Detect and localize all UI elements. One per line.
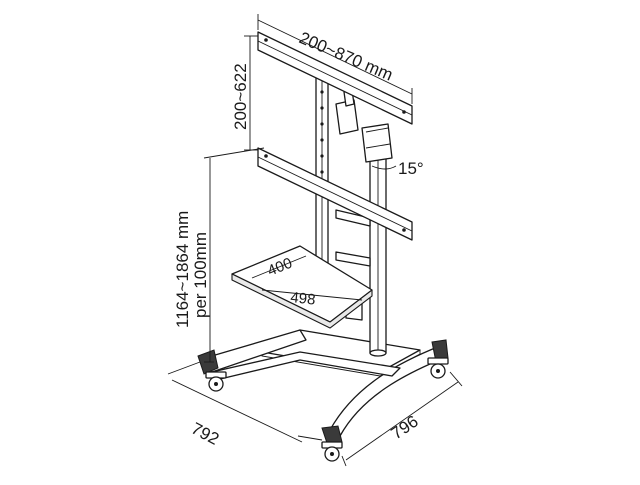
shelf-edge bbox=[231, 273, 373, 329]
caster-wheel-left bbox=[205, 371, 227, 392]
height-range-label: 1164~1864 mm bbox=[173, 211, 192, 328]
base-depth-label: 792 bbox=[188, 419, 222, 449]
shelf-bracket-lower bbox=[335, 251, 371, 267]
caster-wheel-right bbox=[427, 357, 449, 379]
caster-wheel-front bbox=[321, 441, 343, 462]
tilt-label: 15° bbox=[398, 159, 424, 178]
base-depth-dimension: 792 bbox=[167, 361, 323, 449]
shelf-width-line bbox=[261, 289, 363, 301]
vesa-rail-bottom bbox=[257, 147, 413, 241]
caster-wheels bbox=[205, 357, 449, 462]
vesa-height-label: 200~622 bbox=[231, 63, 250, 130]
height-step-label: per 100mm bbox=[191, 232, 210, 318]
shelf-depth-line bbox=[251, 255, 307, 279]
shelf-bracket bbox=[335, 209, 371, 227]
column-front bbox=[369, 131, 387, 357]
vesa-height-dimension: 200~622 bbox=[231, 35, 258, 151]
shelf-width-label: 498 bbox=[290, 289, 317, 309]
equipment-shelf: 400 498 bbox=[231, 245, 373, 329]
base-width-dimension: 796 bbox=[341, 371, 463, 467]
height-dimension: 1164~1864 mm per 100mm bbox=[173, 147, 265, 363]
vesa-rail-top bbox=[257, 31, 413, 125]
tilt-indicator: 15° bbox=[371, 159, 424, 178]
base-width-label: 796 bbox=[388, 412, 422, 444]
